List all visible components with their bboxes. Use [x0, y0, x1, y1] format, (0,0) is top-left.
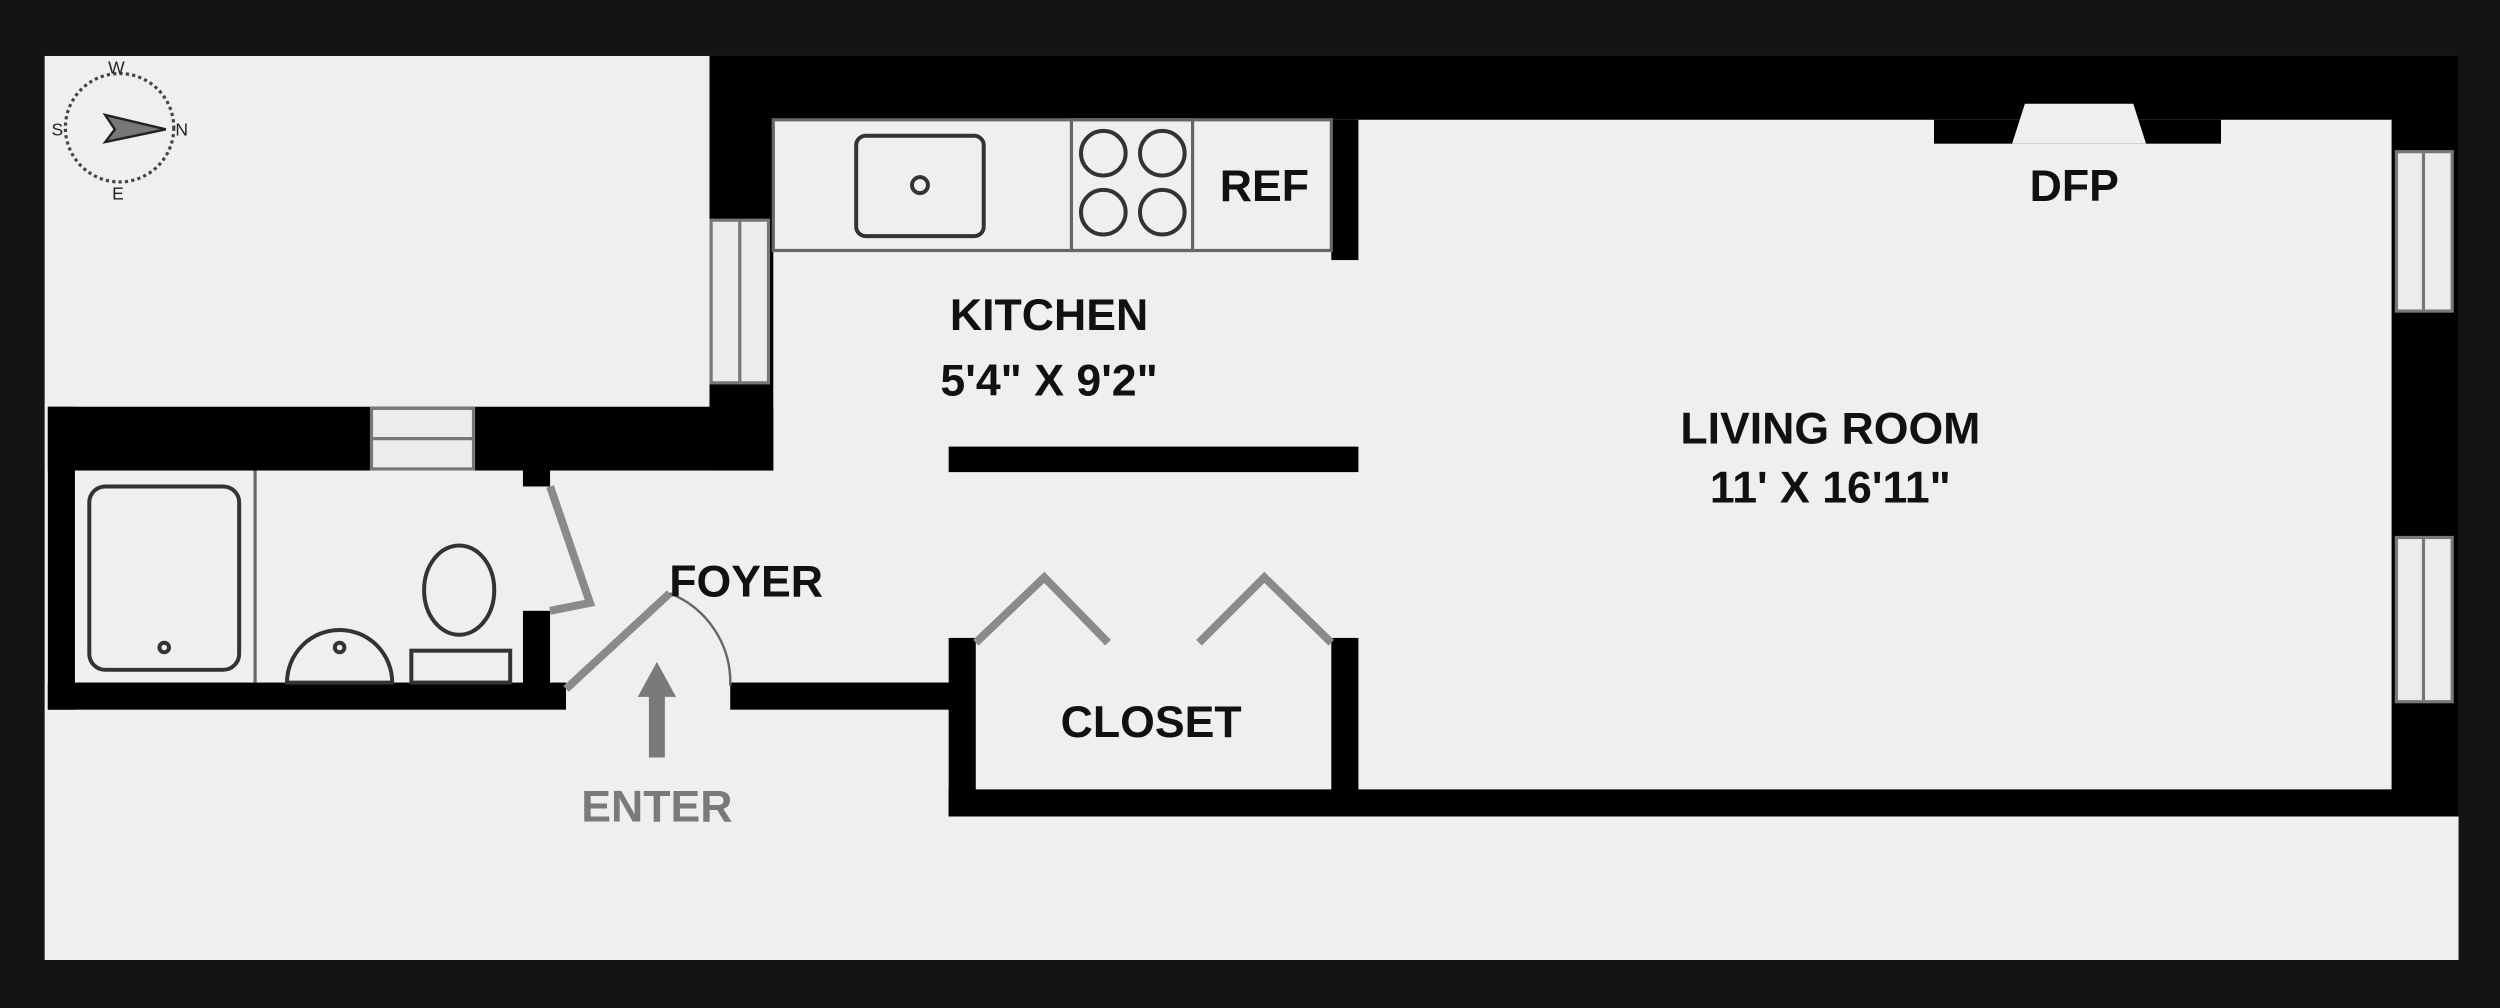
closet-label: CLOSET	[1061, 698, 1242, 747]
windows	[369, 150, 2454, 704]
compass-icon: W N S E	[52, 58, 189, 204]
compass-south: S	[52, 120, 64, 140]
kitchen-dimensions: 5'4" X 9'2"	[940, 357, 1157, 406]
stove-icon	[1069, 118, 1195, 253]
bath-sink-icon	[284, 627, 395, 685]
bathroom-fixtures	[87, 470, 513, 685]
bathtub-icon	[87, 484, 242, 672]
toilet-icon	[422, 543, 497, 637]
entry-arrow-icon	[637, 661, 677, 758]
enter-label: ENTER	[581, 782, 732, 831]
compass-east: E	[112, 183, 124, 203]
refrigerator-label: REF	[1220, 162, 1309, 211]
fireplace-label: DFP	[2030, 162, 2119, 211]
doors	[546, 485, 1335, 692]
compass-west: W	[108, 58, 125, 78]
living-room-label: LIVING ROOM	[1680, 404, 1980, 453]
kitchen-counter	[771, 118, 1333, 253]
kitchen-label: KITCHEN	[950, 291, 1148, 340]
foyer-label: FOYER	[669, 557, 823, 606]
living-room-dimensions: 11' X 16'11"	[1710, 463, 1951, 512]
compass-north: N	[175, 120, 188, 140]
sink-icon	[854, 133, 986, 239]
